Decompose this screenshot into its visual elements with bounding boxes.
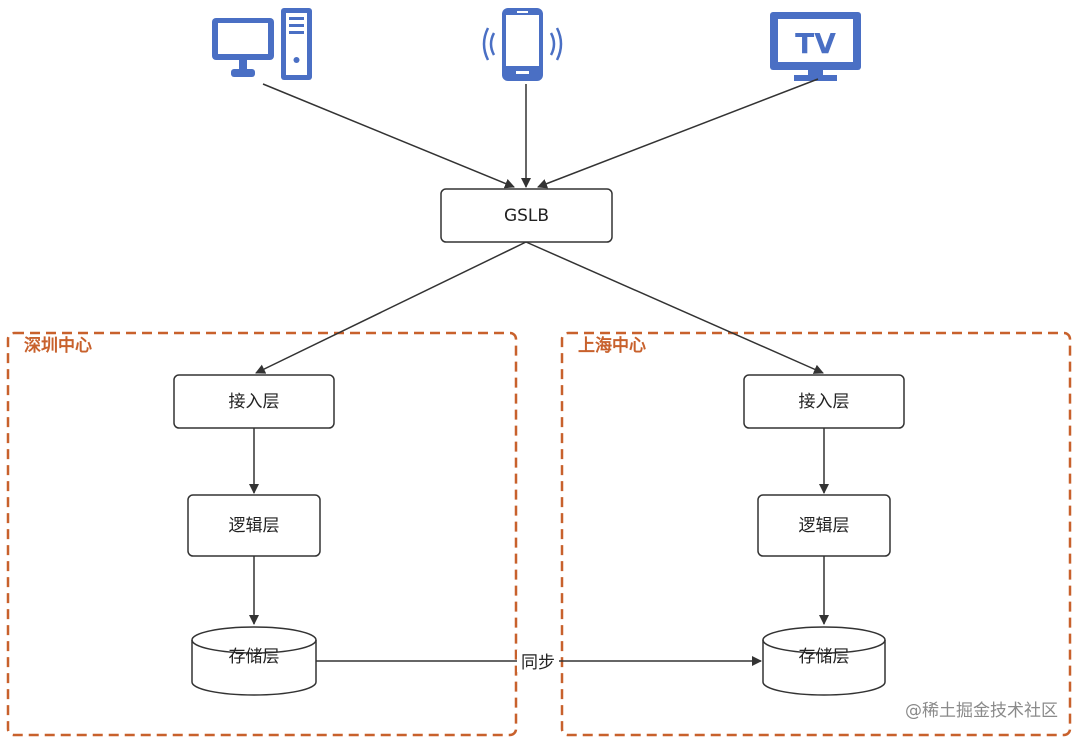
- gslb-to-shenzhen-access-arrow: [255, 241, 527, 374]
- shanghai-access-label: 接入层: [799, 392, 850, 412]
- shenzhen-storage-label: 存储层: [229, 647, 280, 667]
- shanghai-datacenter-boundary: [560, 331, 1072, 737]
- tv-icon: TV: [770, 12, 861, 81]
- tv-label: TV: [795, 27, 836, 60]
- desktop-to-gslb-arrow: [262, 83, 515, 189]
- shenzhen-datacenter-title: 深圳中心: [24, 335, 92, 356]
- shanghai-logic-label: 逻辑层: [799, 516, 850, 536]
- gslb-node: GSLB: [440, 188, 613, 243]
- shenzhen-access-layer: 接入层: [173, 374, 335, 429]
- shanghai-datacenter-title: 上海中心: [578, 335, 646, 356]
- sync-label-background: [517, 650, 559, 672]
- shanghai-logic-layer: 逻辑层: [757, 494, 891, 557]
- sync-label: 同步: [521, 653, 555, 673]
- tv-to-gslb-arrow: [537, 78, 819, 189]
- shenzhen-datacenter-boundary: [6, 331, 518, 737]
- shanghai-access-layer: 接入层: [743, 374, 905, 429]
- gslb-label: GSLB: [504, 206, 549, 226]
- mobile-phone-icon: [482, 8, 563, 81]
- shenzhen-logic-label: 逻辑层: [229, 516, 280, 536]
- shanghai-storage-layer: 存储层: [762, 626, 886, 696]
- shenzhen-storage-layer: 存储层: [191, 626, 317, 696]
- shenzhen-access-label: 接入层: [229, 392, 280, 412]
- gslb-to-shanghai-access-arrow: [525, 241, 824, 374]
- watermark: @稀土掘金技术社区: [905, 701, 1058, 721]
- shenzhen-logic-layer: 逻辑层: [187, 494, 321, 557]
- shanghai-storage-label: 存储层: [799, 647, 850, 667]
- desktop-computer-icon: [212, 8, 312, 80]
